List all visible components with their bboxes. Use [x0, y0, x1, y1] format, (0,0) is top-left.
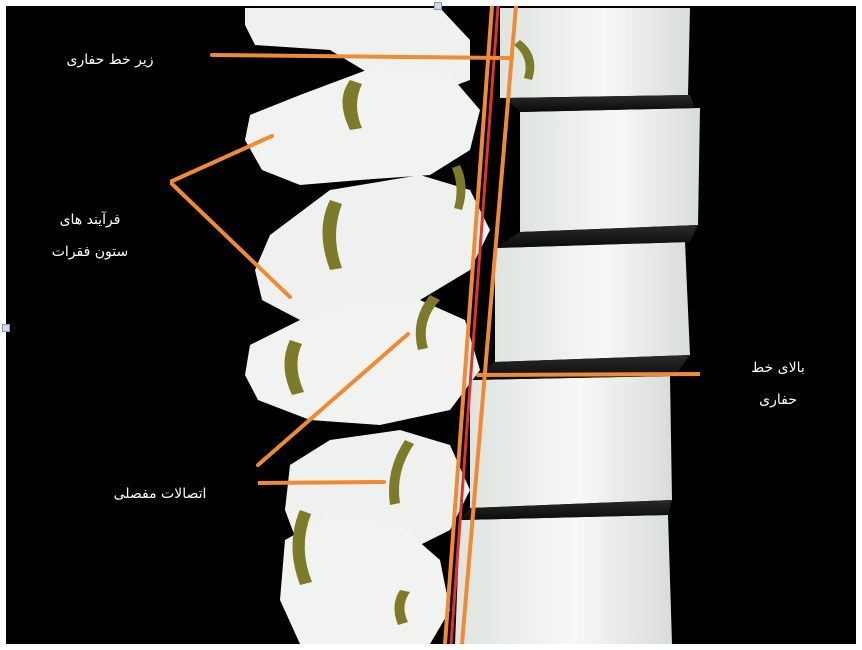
- label-below-drill-line: زیر خط حفاری: [10, 30, 210, 90]
- label-facet-joints: اتصالات مفصلی: [62, 468, 258, 520]
- label-spinal-processes-line1: فرآیند های: [60, 204, 121, 236]
- pointer-above-line: [478, 374, 700, 375]
- resize-handle-left[interactable]: [2, 324, 10, 332]
- label-spinal-processes: فرآیند های ستون فقرات: [10, 180, 170, 292]
- resize-handle-top[interactable]: [434, 2, 442, 10]
- label-spinal-processes-line2: ستون فقرات: [52, 236, 129, 268]
- label-below-drill-line-text: زیر خط حفاری: [67, 44, 154, 76]
- label-above-drill-line-line2: حفاری: [759, 384, 797, 416]
- label-facet-joints-text: اتصالات مفصلی: [114, 478, 207, 510]
- label-above-drill-line: بالای خط حفاری: [700, 328, 856, 440]
- label-above-drill-line-line1: بالای خط: [751, 352, 805, 384]
- pointer-facet-lower: [258, 482, 384, 483]
